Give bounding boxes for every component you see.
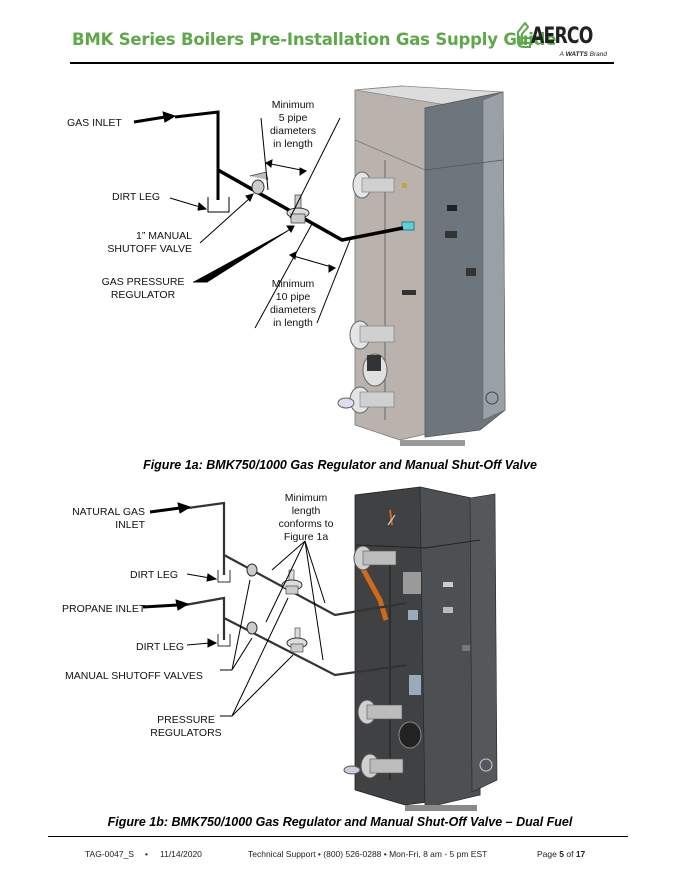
label-line: diameters [269,125,317,137]
boiler-unit-1a [337,85,506,446]
label-dirt-leg-2: DIRT LEG [136,641,185,653]
footer-date: 11/14/2020 [160,849,202,859]
label-gas-inlet: GAS INLET [67,117,122,129]
aerco-leaf-icon [517,22,531,48]
label-line: in length [273,138,313,150]
page-prefix: Page [537,849,557,859]
label-line: conforms to [278,518,334,530]
pressure-regulators-1b [281,569,308,653]
page-current: 5 [559,849,564,859]
logo-wordmark: AERCO [531,24,593,49]
footer-page: Page 5 of 17 [537,849,585,859]
label-line: Minimum [284,492,328,504]
label-line: REGULATOR [110,289,176,301]
footer-support: Technical Support • (800) 526-0288 • Mon… [248,849,488,859]
label-line: length [291,505,321,517]
aerco-logo: AERCO A WATTS Brand [515,18,627,62]
label-line: 5 pipe [278,112,308,124]
dirt-legs-1b [217,570,231,647]
header-divider [70,62,614,64]
document-title: BMK Series Boilers Pre-Installation Gas … [72,30,557,49]
label-dirt-leg: DIRT LEG [112,191,161,203]
figure-1b-caption: Figure 1b: BMK750/1000 Gas Regulator and… [107,815,573,829]
page-of: of [566,849,574,859]
footer-divider [48,836,628,837]
label-minimum-10-pipe-diameters: Minimum 10 pipe diameters in length [258,278,328,330]
label-minimum-5-pipe-diameters: Minimum 5 pipe diameters in length [258,99,328,151]
label-line: GAS PRESSURE [101,276,185,288]
label-line: 10 pipe [275,291,311,303]
label-minimum-length: Minimum length conforms to Figure 1a [268,492,344,544]
label-line: in length [273,317,313,329]
figure-1a-caption: Figure 1a: BMK750/1000 Gas Regulator and… [143,458,537,472]
callout-lines-1b [142,502,326,717]
figure-1a-diagram [133,85,506,446]
label-pressure-regulators: PRESSURE REGULATORS [135,714,237,740]
label-line: NATURAL GAS [72,506,145,518]
logo-tagline: A WATTS Brand [559,51,607,58]
label-line: 1” MANUAL [135,230,192,242]
label-dirt-leg-1: DIRT LEG [130,569,179,581]
callout-lines-1a [133,111,351,329]
figure-1b-diagram [142,486,498,811]
manual-shutoff-valves-1b [246,563,258,635]
label-line: PRESSURE [157,714,215,726]
label-line: Minimum [271,99,315,111]
manual-shutoff-valve-1a [249,171,269,195]
footer-separator: • [145,849,148,859]
label-line: REGULATORS [150,727,222,739]
label-line: Figure 1a [283,531,329,543]
label-line: diameters [269,304,317,316]
label-manual-shutoff-valves: MANUAL SHUTOFF VALVES [65,670,203,682]
gas-piping-1b [184,501,408,677]
boiler-unit-1b [343,486,498,811]
label-manual-shutoff-valve: 1” MANUAL SHUTOFF VALVE [90,230,192,256]
label-line: Minimum [271,278,315,290]
footer-doc-id: TAG-0047_S [85,849,134,859]
label-line: INLET [115,519,145,531]
label-propane-inlet: PROPANE INLET [62,603,146,615]
label-line: SHUTOFF VALVE [107,243,192,255]
label-gas-pressure-regulator: GAS PRESSURE REGULATOR [92,276,194,302]
page-total: 17 [575,849,586,859]
label-natural-gas-inlet: NATURAL GAS INLET [45,506,145,532]
